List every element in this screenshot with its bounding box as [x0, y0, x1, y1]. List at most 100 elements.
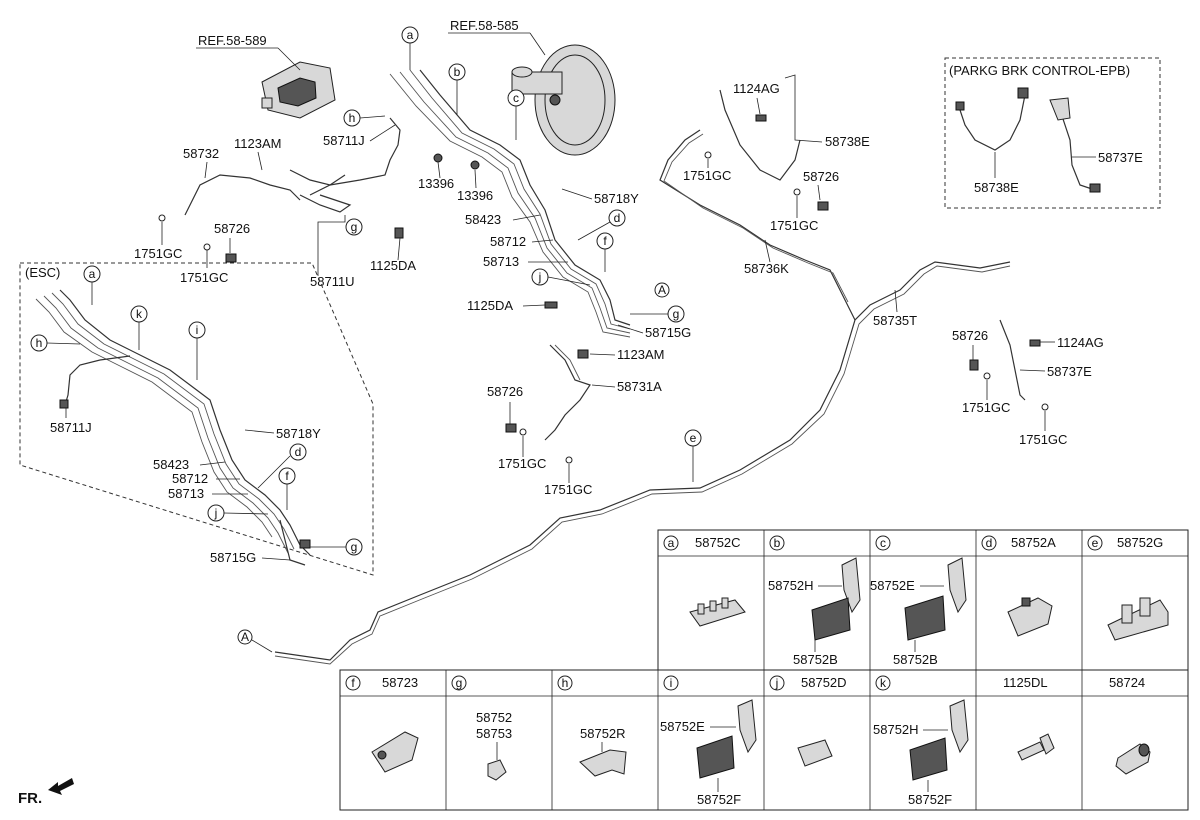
front-label: FR.: [18, 790, 42, 807]
callout: 1123AM: [617, 347, 664, 362]
cell-letter: f: [351, 676, 355, 690]
main-markers: a b c h g d f j A g e A: [241, 26, 702, 653]
callout: 58715G: [645, 325, 691, 340]
esc-panel: (ESC): [19, 262, 374, 576]
marker-letter: f: [285, 469, 289, 483]
marker-letter: e: [690, 431, 697, 445]
callout: 13396: [457, 188, 493, 203]
ref-label-58-589: REF.58-589: [198, 33, 267, 48]
marker-letter: h: [36, 336, 43, 350]
clip-table-row2-headers: f 58723 g h i j 58752D k 1125DL 58724: [345, 675, 1145, 691]
callout: 58737E: [1047, 364, 1092, 379]
callout: 1124AG: [1057, 335, 1104, 350]
cell-part: 58752D: [801, 675, 847, 690]
callout: 58423: [153, 457, 189, 472]
cell-part: 58752G: [1117, 535, 1163, 550]
cell-letter: a: [668, 536, 675, 550]
cell-subpart: 58752B: [893, 652, 938, 667]
marker-letter: A: [658, 283, 666, 297]
hecu-module-icon: [261, 61, 336, 119]
callout: 58715G: [210, 550, 256, 565]
callout: 58726: [487, 384, 523, 399]
callout: 58713: [483, 254, 519, 269]
callout: 58726: [214, 221, 250, 236]
marker-letter: g: [351, 540, 358, 554]
callout: 1125DA: [370, 258, 416, 273]
callout: 58735T: [873, 313, 917, 328]
cell-letter: b: [774, 536, 781, 550]
esc-markers: a k h i d f j g: [30, 265, 363, 556]
callout: 1124AG: [733, 81, 780, 96]
callout: 58718Y: [594, 191, 639, 206]
cell-part: 58752C: [695, 535, 741, 550]
esc-callouts: 58711J 58718Y 58423 58712 58713 58715G: [50, 408, 321, 565]
marker-letter: A: [241, 630, 249, 644]
cell-letter: k: [880, 676, 887, 690]
callout: 58726: [803, 169, 839, 184]
marker-letter: a: [407, 28, 414, 42]
clip-table-row1-headers: a 58752C b c d 58752A e 58752G: [663, 535, 1163, 551]
callout: 1751GC: [962, 400, 1010, 415]
cell-subpart: 58753: [476, 726, 512, 741]
marker-letter: d: [295, 445, 302, 459]
callout: 1751GC: [1019, 432, 1067, 447]
clip-table-row1-contents: 58752H 58752B 58752E 58752B: [689, 557, 1169, 667]
cell-part: 58752A: [1011, 535, 1056, 550]
callout: 58711U: [310, 274, 355, 289]
callout: 58423: [465, 212, 501, 227]
cell-letter: j: [775, 676, 779, 690]
clip-table: [339, 529, 1189, 811]
callout: 1751GC: [683, 168, 731, 183]
cell-letter: g: [456, 676, 463, 690]
marker-letter: j: [214, 506, 218, 520]
marker-letter: f: [603, 234, 607, 248]
main-callouts: 58711J 58732 1123AM 1751GC 58726 1751GC …: [134, 81, 1104, 497]
cell-letter: c: [880, 536, 886, 550]
marker-letter: i: [196, 323, 199, 337]
callout: 58737E: [1098, 150, 1143, 165]
clip-table-row2-contents: 58752 58753 58752R 58752E 58752F 58752H …: [371, 699, 1151, 807]
cell-letter: h: [562, 676, 569, 690]
marker-letter: a: [89, 267, 96, 281]
callout: 1751GC: [544, 482, 592, 497]
cell-part: 58724: [1109, 675, 1145, 690]
callout: 58736K: [744, 261, 789, 276]
callout: 1123AM: [234, 136, 281, 151]
cell-subpart: 58752: [476, 710, 512, 725]
callout: 58732: [183, 146, 219, 161]
cell-subpart: 58752H: [768, 578, 814, 593]
marker-letter: j: [538, 270, 542, 284]
cell-subpart: 58752F: [908, 792, 952, 807]
cell-letter: i: [670, 676, 673, 690]
cell-subpart: 58752H: [873, 722, 919, 737]
callout: 1751GC: [770, 218, 818, 233]
callout: 13396: [418, 176, 454, 191]
marker-letter: g: [673, 307, 680, 321]
callout: 58711J: [323, 133, 365, 148]
cell-letter: e: [1092, 536, 1099, 550]
callout: 58711J: [50, 420, 92, 435]
cell-part: 58723: [382, 675, 418, 690]
cell-subpart: 58752E: [870, 578, 915, 593]
callout: 58738E: [974, 180, 1019, 195]
callout: 1751GC: [134, 246, 182, 261]
marker-letter: c: [513, 91, 519, 105]
cell-subpart: 58752F: [697, 792, 741, 807]
callout: 58718Y: [276, 426, 321, 441]
main-pipe-routing: [184, 69, 1026, 665]
cell-subpart: 58752R: [580, 726, 626, 741]
cell-subpart: 58752B: [793, 652, 838, 667]
callout: 1751GC: [498, 456, 546, 471]
callout: 58713: [168, 486, 204, 501]
callout: 58726: [952, 328, 988, 343]
marker-letter: b: [454, 65, 461, 79]
main-fittings: [158, 114, 1049, 645]
callout: 58712: [490, 234, 526, 249]
epb-label: (PARKG BRK CONTROL-EPB): [949, 63, 1130, 78]
esc-label: (ESC): [25, 265, 60, 280]
cell-letter: d: [986, 536, 993, 550]
callout: 58731A: [617, 379, 662, 394]
epb-panel: (PARKG BRK CONTROL-EPB) 58738E 58737E: [944, 57, 1161, 209]
front-direction-indicator: FR.: [18, 778, 74, 807]
